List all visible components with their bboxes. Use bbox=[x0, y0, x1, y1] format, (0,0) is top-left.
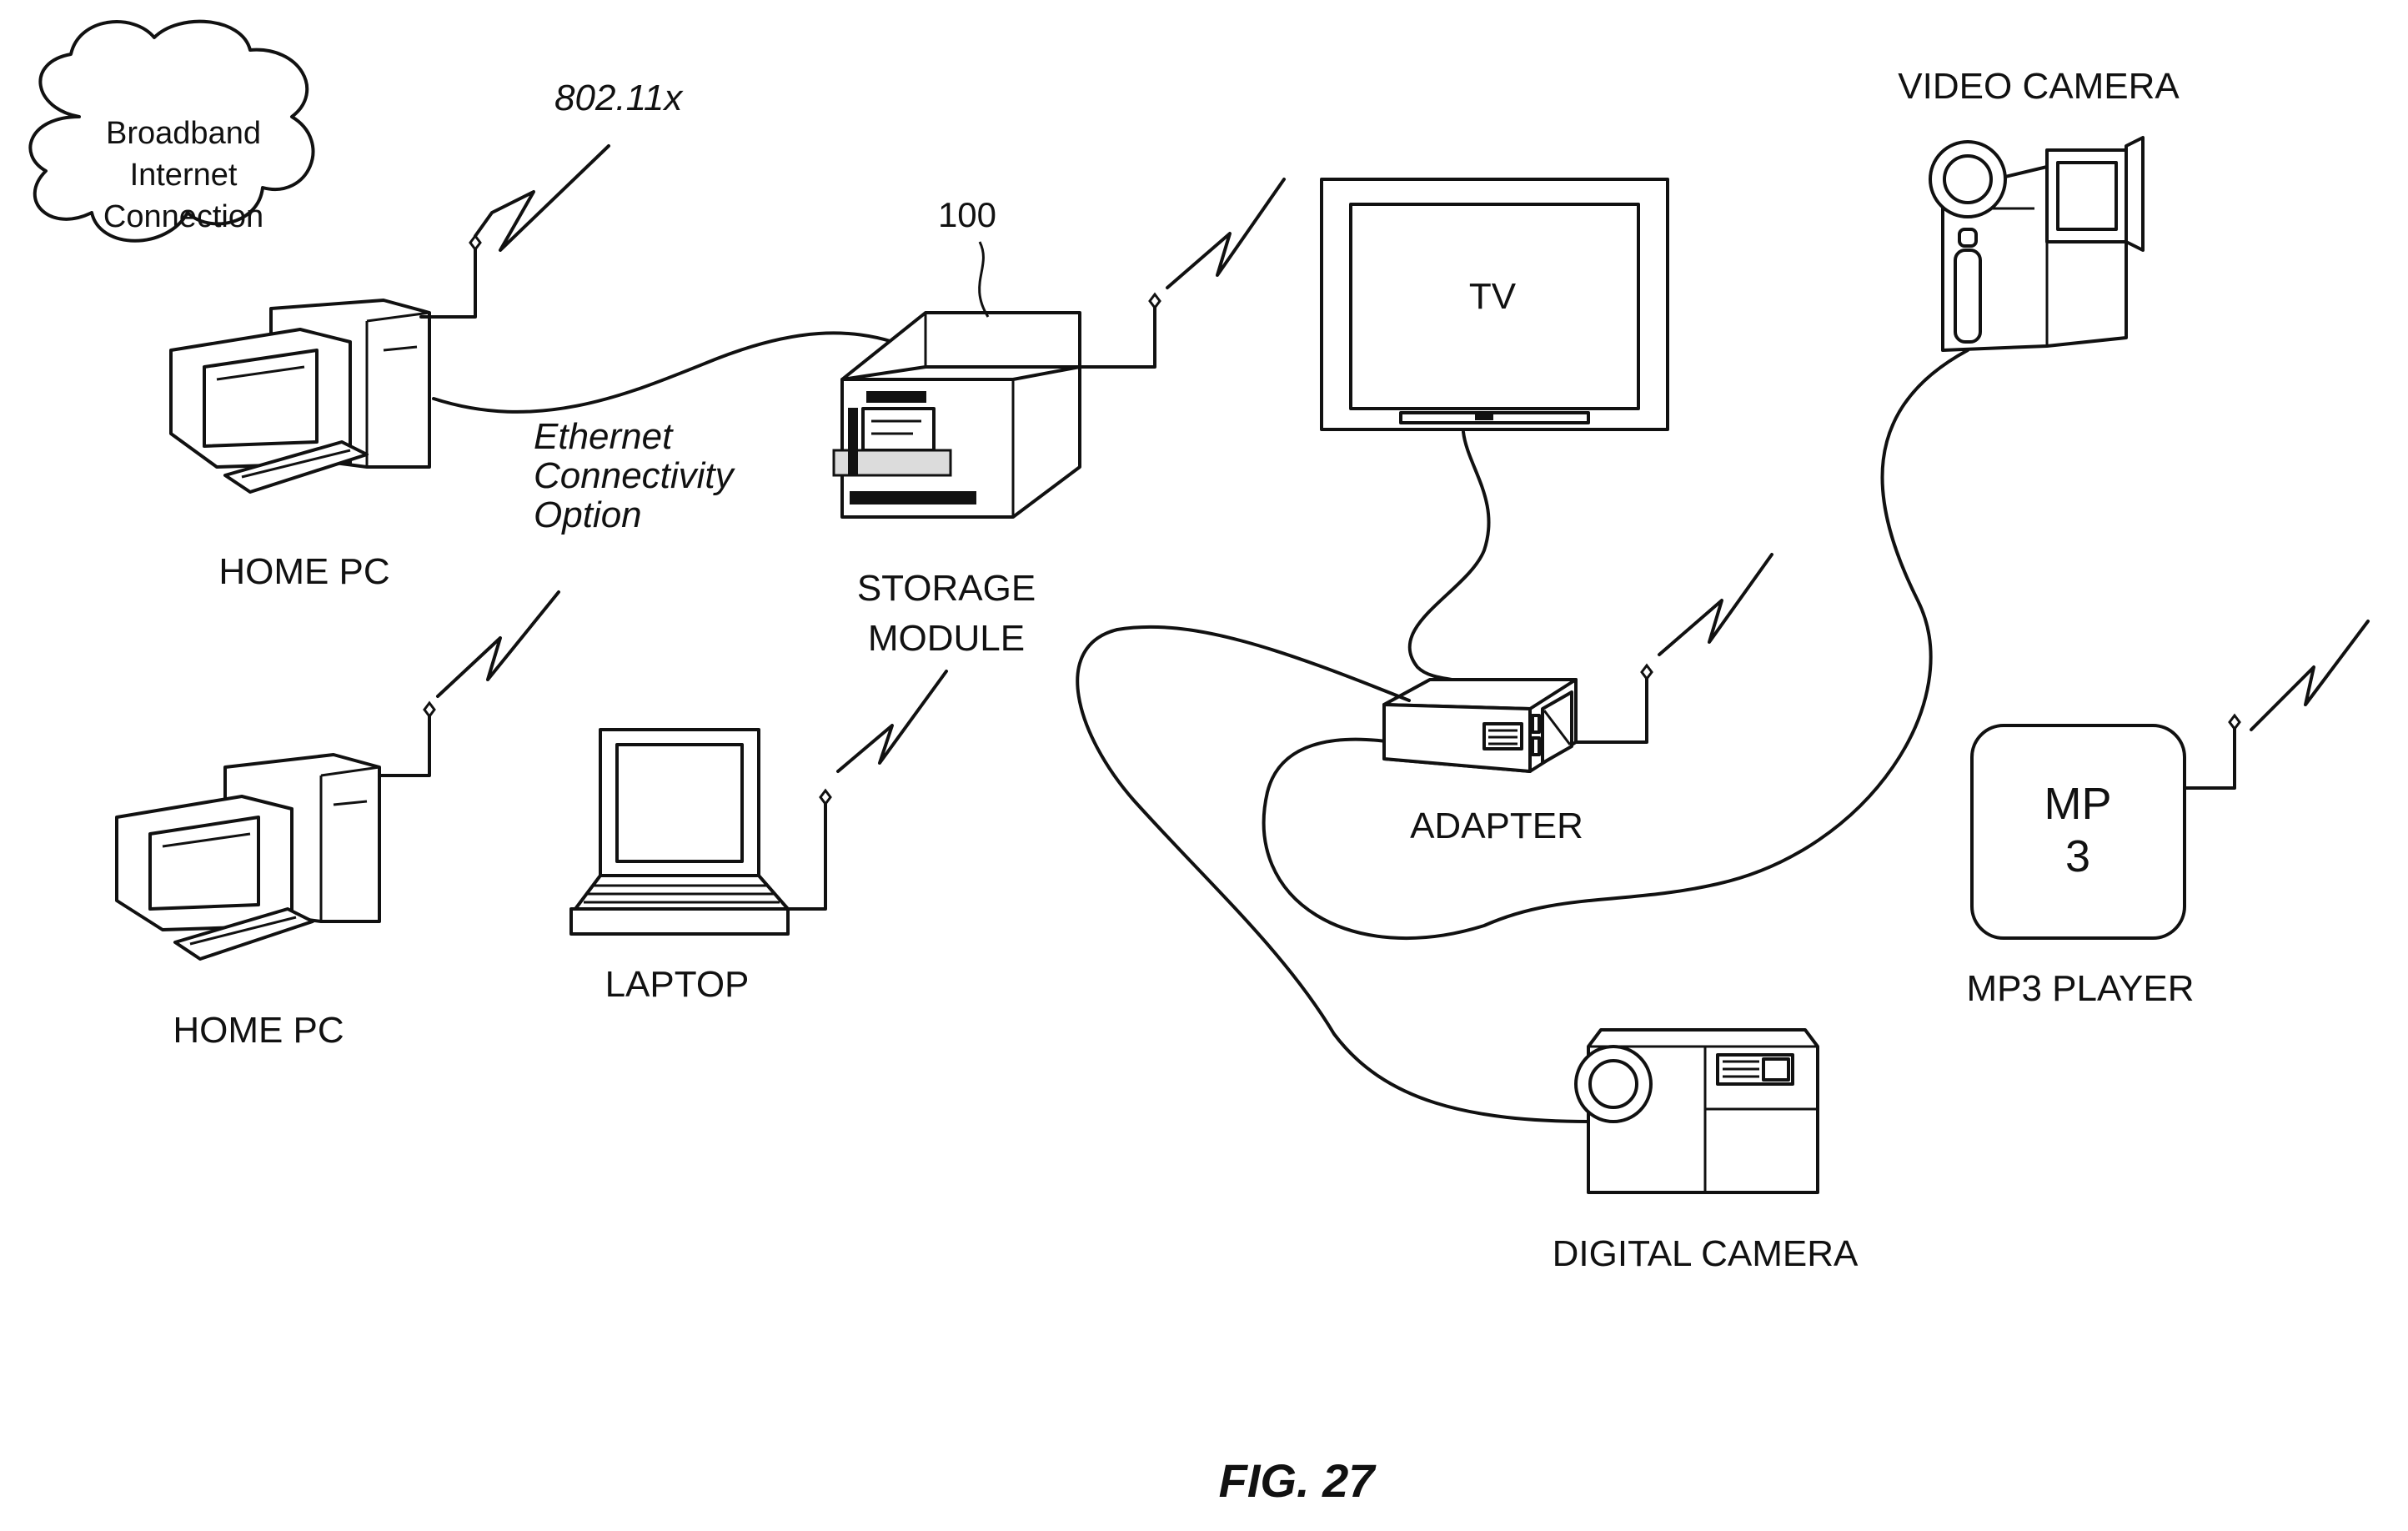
reference-numeral: 100 bbox=[938, 195, 996, 234]
digital-camera-cable bbox=[1076, 628, 1594, 1123]
video-camera-icon bbox=[1929, 136, 2145, 352]
mp3-player-icon: MP 3 bbox=[1970, 724, 2186, 940]
storage-module-icon bbox=[832, 311, 1081, 519]
storage-module-label-line2: MODULE bbox=[868, 618, 1025, 659]
wireless-signal-icon bbox=[1166, 178, 1286, 289]
adapter-cable-left bbox=[1116, 625, 1411, 702]
home-pc-top-label: HOME PC bbox=[218, 551, 389, 592]
wireless-signal-icon bbox=[836, 670, 948, 773]
digital-camera-icon bbox=[1574, 1028, 1819, 1194]
cloud-label-line1: Broadband bbox=[106, 116, 261, 151]
ethernet-label-line2: Connectivity bbox=[534, 455, 736, 496]
video-camera-cable bbox=[1262, 349, 1969, 940]
laptop-icon bbox=[569, 728, 790, 936]
cloud-label-line2: Internet bbox=[130, 158, 238, 193]
ethernet-label-line1: Ethernet bbox=[534, 416, 674, 457]
wireless-signal-icon bbox=[474, 144, 610, 252]
wireless-signal-icon bbox=[436, 590, 560, 698]
cloud-label-line3: Connection bbox=[103, 199, 263, 234]
storage-module-label-line1: STORAGE bbox=[857, 568, 1036, 609]
mp3-face-line1: MP bbox=[2044, 779, 2112, 829]
mp3-player-label: MP3 PLAYER bbox=[1966, 968, 2194, 1009]
home-pc-top-icon bbox=[169, 299, 431, 494]
ethernet-label-line3: Option bbox=[534, 494, 642, 535]
figure-caption: FIG. 27 bbox=[1219, 1454, 1377, 1507]
digital-camera-label: DIGITAL CAMERA bbox=[1553, 1233, 1859, 1274]
reference-leader-line bbox=[978, 241, 990, 318]
mp3-face-line2: 3 bbox=[2065, 831, 2090, 881]
video-camera-label: VIDEO CAMERA bbox=[1898, 66, 2180, 107]
wireless-signal-icon bbox=[1658, 553, 1773, 656]
ethernet-cable bbox=[432, 331, 906, 414]
broadband-cloud-icon: Broadband Internet Connection bbox=[28, 19, 315, 243]
adapter-icon bbox=[1382, 678, 1578, 773]
laptop-label: LAPTOP bbox=[605, 964, 750, 1005]
home-pc-bottom-label: HOME PC bbox=[173, 1010, 344, 1051]
adapter-label: ADAPTER bbox=[1410, 806, 1583, 846]
wireless-signal-icon bbox=[2250, 620, 2370, 731]
tv-adapter-cable bbox=[1407, 430, 1494, 694]
wireless-standard-label: 802.11x bbox=[554, 78, 684, 118]
home-pc-bottom-icon bbox=[115, 753, 381, 961]
tv-icon: TV bbox=[1320, 178, 1669, 431]
tv-screen-text: TV bbox=[1469, 276, 1517, 317]
